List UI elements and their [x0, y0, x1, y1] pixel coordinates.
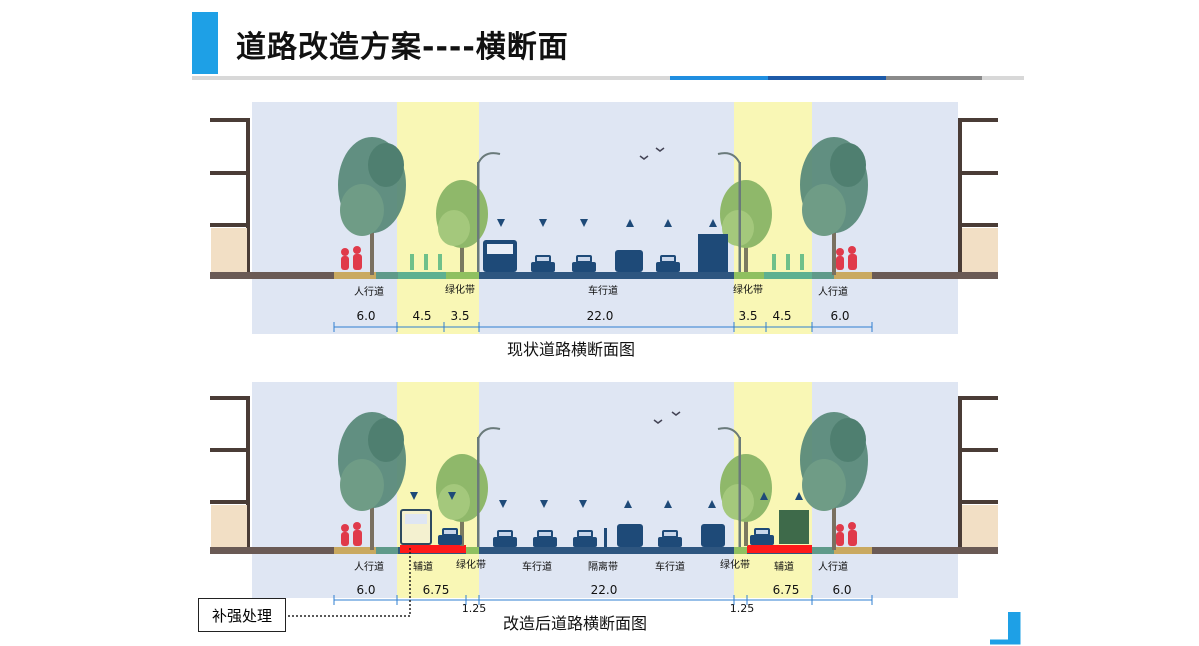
bottom-van [617, 524, 643, 547]
bottom-direction-arrows [410, 492, 803, 508]
bottom-left-building [210, 396, 250, 550]
bottom-right-building [958, 396, 998, 550]
top-dim-1: 6.0 [356, 309, 375, 323]
reinforce-strip-right [747, 545, 812, 553]
top-zone-label-2: 绿化带 [445, 283, 475, 296]
top-direction-arrows [497, 219, 717, 227]
bottom-side-bus-left [400, 509, 432, 545]
bottom-zone-label-2: 辅道 [413, 560, 433, 573]
top-right-building [958, 118, 998, 275]
top-green-left-b [398, 272, 446, 279]
top-zone-label-4: 绿化带 [733, 283, 763, 296]
bottom-dim-4: 6.75 [773, 583, 800, 597]
top-green-left-a [376, 272, 398, 279]
bottom-zone-label-1: 人行道 [354, 560, 384, 573]
bottom-zone-label-4: 车行道 [522, 560, 552, 573]
top-bus [483, 240, 517, 272]
bottom-dim-3: 22.0 [591, 583, 618, 597]
top-zone-label-5: 人行道 [818, 285, 848, 298]
top-green-left-c [446, 272, 479, 279]
top-ground-right [872, 272, 998, 279]
page-title: 道路改造方案----横断面 [236, 30, 569, 65]
bottom-zone-label-9: 人行道 [818, 560, 848, 573]
bottom-green-right [812, 547, 834, 554]
bottom-dim-1: 6.0 [356, 583, 375, 597]
corner-block [1008, 612, 1020, 642]
median-barrier [604, 528, 607, 547]
bottom-road [479, 547, 734, 554]
bottom-zone-label-3: 绿化带 [456, 558, 486, 571]
header-rule-navy [768, 76, 886, 80]
top-ground-left [210, 272, 334, 279]
bottom-dimension-line [333, 595, 873, 605]
header-rule-end [982, 76, 1024, 80]
bottom-ground-left [210, 547, 334, 554]
bottom-zone-label-8: 辅道 [774, 560, 794, 573]
top-road [479, 272, 734, 279]
top-dim-5: 3.5 [738, 309, 757, 323]
bottom-zone-label-6: 车行道 [655, 560, 685, 573]
top-truck [698, 234, 728, 272]
bottom-green-left-b [466, 547, 479, 554]
top-dim-4: 22.0 [587, 309, 614, 323]
bottom-van-2 [701, 524, 725, 547]
top-shrubs-right [772, 254, 804, 270]
top-zone-label-1: 人行道 [354, 285, 384, 298]
bottom-subdim-left: 1.25 [462, 602, 487, 615]
top-dimension-line [333, 322, 873, 332]
bottom-green-right-b [734, 547, 747, 554]
note-leader-line [288, 548, 411, 617]
top-dim-3: 3.5 [450, 309, 469, 323]
bottom-section: 人行道 辅道 绿化带 车行道 隔离带 车行道 绿化带 辅道 人行道 6.0 6.… [210, 382, 998, 617]
bottom-zone-label-7: 绿化带 [720, 558, 750, 571]
top-dim-2: 4.5 [412, 309, 431, 323]
bottom-birds [653, 411, 681, 424]
bottom-dim-2: 6.75 [423, 583, 450, 597]
header-rule-light [192, 76, 670, 80]
top-van [615, 250, 643, 272]
top-sidewalk-left [334, 272, 376, 279]
bottom-caption: 改造后道路横断面图 [503, 614, 648, 633]
bottom-green-left [376, 547, 398, 554]
top-section: 人行道 绿化带 车行道 绿化带 人行道 6.0 4.5 3.5 22.0 3.5… [210, 102, 998, 334]
bottom-ground-right [872, 547, 998, 554]
bottom-subdim-right: 1.25 [730, 602, 755, 615]
top-green-right-b [764, 272, 812, 279]
top-shrubs-left [410, 254, 442, 270]
top-birds [639, 147, 665, 160]
top-zone-label-3: 车行道 [588, 284, 618, 297]
top-caption: 现状道路横断面图 [501, 334, 642, 362]
header-rule-gray [886, 76, 982, 80]
reinforce-strip-left [400, 545, 466, 553]
header-rule-blue [670, 76, 768, 80]
reinforce-note: 补强处理 [198, 598, 286, 632]
title-accent-bar [192, 12, 218, 74]
top-sidewalk-right [834, 272, 872, 279]
top-dim-7: 6.0 [830, 309, 849, 323]
bottom-sidewalk-left [334, 547, 376, 554]
top-left-building [210, 118, 250, 275]
top-dim-6: 4.5 [772, 309, 791, 323]
bottom-dim-5: 6.0 [832, 583, 851, 597]
bottom-zone-label-5: 隔离带 [588, 560, 618, 573]
top-green-right-a [812, 272, 834, 279]
bottom-sidewalk-right [834, 547, 872, 554]
top-green-right-c [734, 272, 764, 279]
bottom-side-truck-right [779, 510, 809, 544]
